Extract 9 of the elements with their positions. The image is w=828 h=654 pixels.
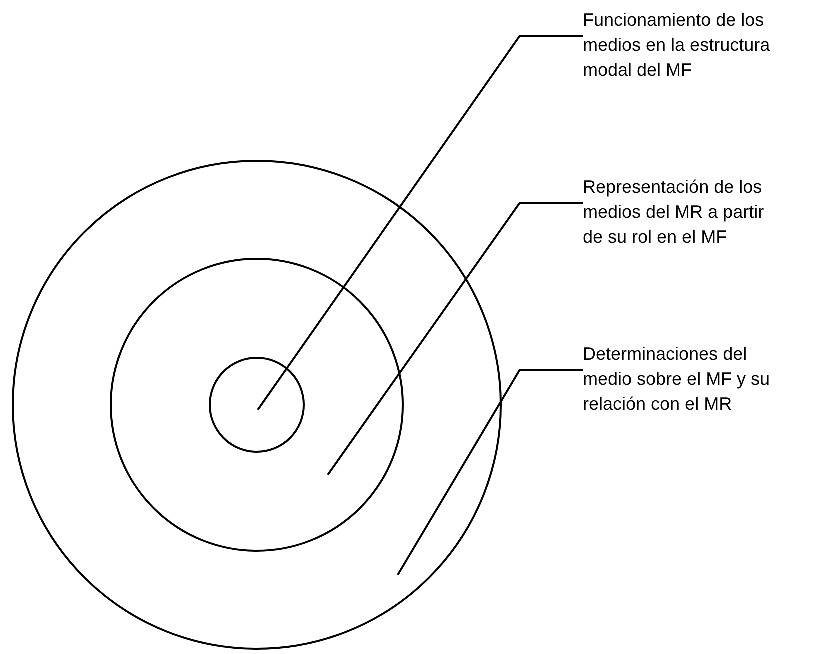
circle: [110, 258, 404, 552]
leader-line: [397, 369, 583, 576]
callout-text: Funcionamiento de los medios en la estructura modal del MF: [583, 8, 783, 83]
circle: [12, 160, 502, 650]
callout-text: Determinaciones del medio sobre el MF y su relación con el MR: [583, 342, 783, 417]
callout-text: Representación de los medios del MR a partir de su rol en el MF: [583, 175, 783, 250]
leader-line: [327, 202, 583, 476]
leader-line: [257, 35, 583, 411]
circle: [209, 357, 305, 453]
